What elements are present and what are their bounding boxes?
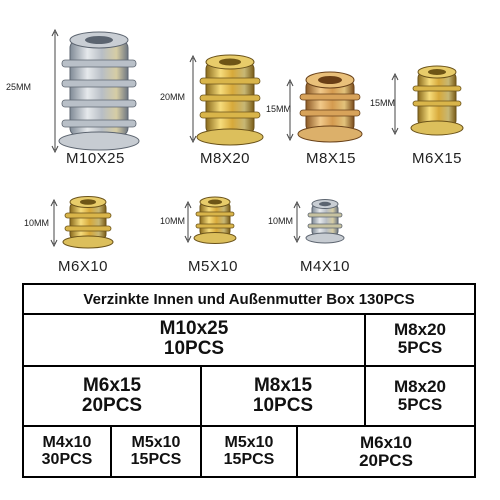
height-label-m5x10: 10MM [160,216,186,226]
table-cell-m8x20-b: M8x20 5PCS [364,365,474,427]
size-label-m4x10: M4X10 [300,258,351,275]
table-cell-m6x10: M6x10 20PCS [296,425,474,476]
insert-nut-m4x10-image [293,199,345,244]
cell-quantity: 10PCS [252,395,314,416]
height-label-m4x10: 10MM [268,216,294,226]
size-label-m6x15: M6X15 [412,150,463,167]
cell-size: M8x20 [394,377,446,397]
insert-nut-m6x10-image [50,196,114,249]
insert-nut-m10x25-image [51,28,140,154]
cell-size: M5x10 [131,433,181,451]
cell-size: M5x10 [224,433,274,451]
product-photos [50,28,464,249]
size-label-m8x15: M8X15 [306,150,357,167]
insert-nut-m8x20-image [189,54,264,146]
cell-size: M10x25 [159,318,229,340]
table-cell-m6x15: M6x15 20PCS [24,365,202,427]
cell-quantity: 5PCS [397,395,443,414]
size-label-m10x25: M10X25 [66,150,125,167]
cell-quantity: 20PCS [359,450,413,470]
cell-quantity: 20PCS [81,395,143,416]
table-title: Verzinkte Innen und Außenmutter Box 130P… [24,285,474,315]
height-label-m10x25: 25MM [6,82,32,92]
height-label-m8x15: 15MM [266,104,292,114]
size-label-m8x20: M8X20 [200,150,251,167]
size-label-m5x10: M5X10 [188,258,239,275]
cell-size: M6x15 [82,375,142,397]
cell-quantity: 15PCS [223,450,275,468]
cell-quantity: 10PCS [163,338,225,359]
table-cell-m10x25: M10x25 10PCS [24,313,366,367]
insert-nut-m8x15-image [286,71,363,143]
cell-quantity: 15PCS [130,450,182,468]
cell-size: M6x10 [360,432,412,452]
size-label-m6x10: M6X10 [58,258,109,275]
height-label-m6x10: 10MM [24,218,50,228]
cell-quantity: 30PCS [41,450,93,468]
height-label-m8x20: 20MM [160,92,186,102]
contents-table: Verzinkte Innen und Außenmutter Box 130P… [22,283,476,478]
cell-size: M4x10 [42,433,92,451]
cell-size: M8x15 [253,375,313,397]
cell-quantity: 5PCS [397,338,443,357]
insert-nut-m6x15-image [391,65,464,136]
table-cell-m4x10: M4x10 30PCS [24,425,112,476]
table-cell-m8x20-a: M8x20 5PCS [364,313,474,367]
table-cell-m5x10-b: M5x10 15PCS [200,425,298,476]
insert-nut-m5x10-image [184,196,237,244]
cell-size: M8x20 [394,320,446,340]
table-cell-m8x15: M8x15 10PCS [200,365,366,427]
height-label-m6x15: 15MM [370,98,396,108]
table-cell-m5x10-a: M5x10 15PCS [110,425,202,476]
